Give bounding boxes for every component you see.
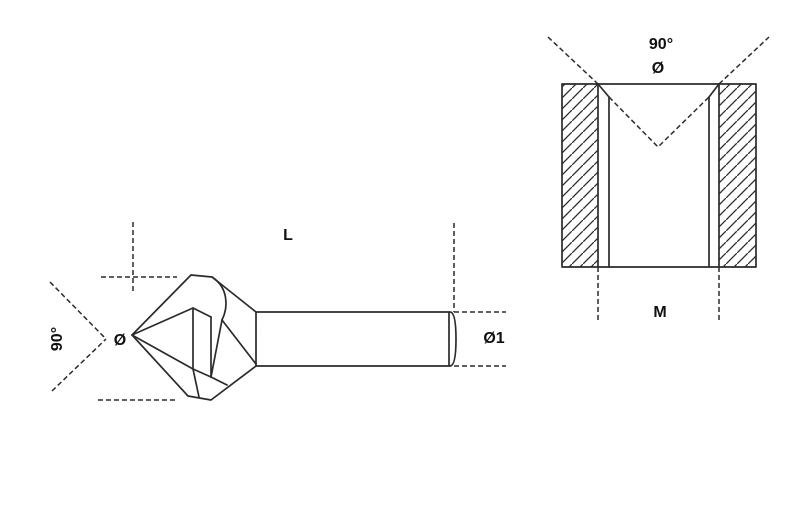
hatch-left-wall <box>562 84 598 267</box>
workpiece-block-outline <box>561 83 757 268</box>
shank-diameter-label: Ø1 <box>483 330 504 347</box>
hole-diameter-label: M <box>653 304 666 321</box>
countersink-angle-label: 90° <box>649 36 673 53</box>
angle-extension-upper-right <box>718 36 770 85</box>
chamfer-right <box>708 83 720 98</box>
angle-extension-upper-left <box>547 36 599 85</box>
cutter-shank-outline <box>255 311 457 367</box>
head-diameter-label: Ø <box>114 332 126 349</box>
hatch-right-wall <box>719 84 756 267</box>
cutter-head-outline <box>131 274 257 401</box>
overall-length-label: L <box>283 227 293 244</box>
point-angle-lower-leg <box>51 338 107 392</box>
countersink-cone-dashed <box>608 96 710 149</box>
flute-curved-edge <box>211 276 227 321</box>
chamfer-left <box>597 83 610 98</box>
point-angle-upper-leg <box>49 281 107 340</box>
countersink-diameter-label: Ø <box>652 60 664 77</box>
flute-face-edge <box>210 319 223 378</box>
countersink-side-view: L Ø 90° Ø1 <box>49 222 506 401</box>
workpiece-section-view: 90° Ø M <box>547 36 770 323</box>
lower-cutting-lip <box>131 334 228 386</box>
flute-gash-line <box>192 368 200 398</box>
upper-cutting-lip <box>131 307 212 336</box>
flute-trailing-edge <box>221 319 257 365</box>
point-angle-label: 90° <box>49 327 66 351</box>
